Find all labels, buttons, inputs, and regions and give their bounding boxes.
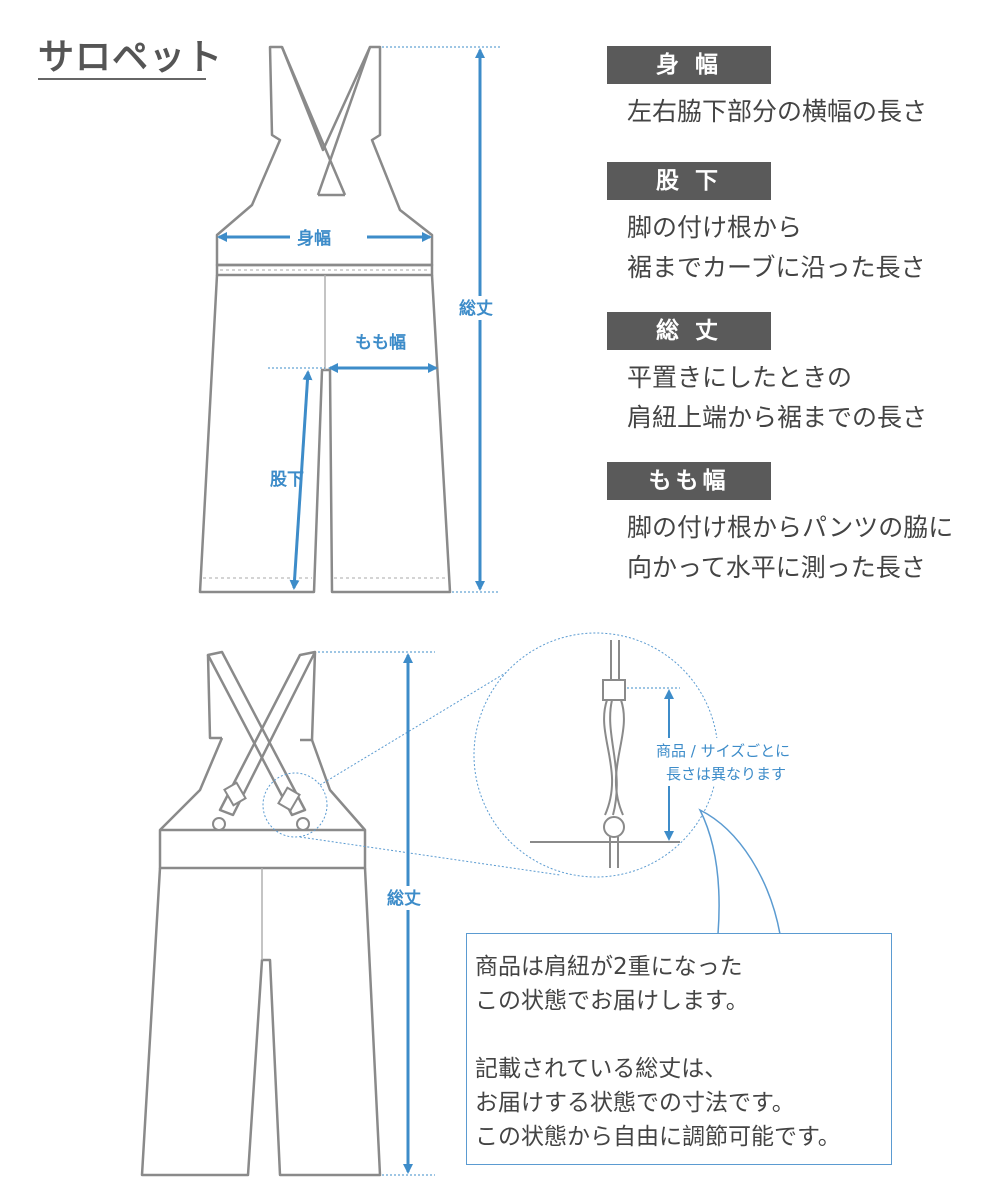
back-soutake-label: 総丈 <box>387 888 421 909</box>
note-line: 記載されている総丈は、 <box>475 1056 728 1082</box>
legend-desc: 左右脇下部分の横幅の長さ <box>627 92 997 132</box>
zoom-label-line2: 長さは異なります <box>666 765 786 783</box>
front-soutake-label: 総丈 <box>459 298 493 319</box>
zoom-label-line1: 商品 / サイズごとに <box>656 742 790 760</box>
note-line: この状態でお届けします。 <box>475 988 749 1014</box>
legend-matashita: 股 下 脚の付け根から 裾までカーブに沿った長さ <box>607 162 997 288</box>
legend-soutake: 総 丈 平置きにしたときの 肩紐上端から裾までの長さ <box>607 312 997 438</box>
legend-label: 総 丈 <box>607 312 771 350</box>
momohaba-label: もも幅 <box>355 332 406 353</box>
legend-desc-line: 向かって水平に測った長さ <box>627 553 926 582</box>
note-callout-tail <box>698 808 781 935</box>
ring-right <box>296 817 310 831</box>
legend-momohaba: もも幅 脚の付け根からパンツの脇に 向かって水平に測った長さ <box>607 462 997 588</box>
note-line: この状態から自由に調節可能です。 <box>475 1124 841 1150</box>
legend-desc-line: 脚の付け根からパンツの脇に <box>627 513 954 542</box>
legend-desc: 平置きにしたときの 肩紐上端から裾までの長さ <box>627 358 997 438</box>
note-box: 商品は肩紐が2重になった この状態でお届けします。 記載されている総丈は、 お届… <box>466 933 892 1165</box>
title-underline <box>38 78 206 80</box>
legend-desc: 脚の付け根からパンツの脇に 向かって水平に測った長さ <box>627 508 997 588</box>
front-overall-outline <box>198 45 452 594</box>
note-line: お届けする状態での寸法です。 <box>475 1090 795 1116</box>
legend-desc-line: 肩紐上端から裾までの長さ <box>627 403 928 432</box>
legend-desc: 脚の付け根から 裾までカーブに沿った長さ <box>627 208 997 288</box>
legend-label: もも幅 <box>607 462 771 500</box>
buckle-right <box>277 786 301 812</box>
matashita-arrow <box>289 370 313 590</box>
note-line: 商品は肩紐が2重になった <box>475 954 743 980</box>
ring-left <box>212 817 226 831</box>
legend-desc-line: 平置きにしたときの <box>627 363 853 392</box>
mihaba-label: 身幅 <box>297 228 331 249</box>
matashita-label: 股下 <box>270 470 304 490</box>
legend-label: 身 幅 <box>607 46 771 84</box>
back-overall-outline <box>140 650 382 1177</box>
page-title: サロペット <box>38 37 224 78</box>
legend-desc-line: 左右脇下部分の横幅の長さ <box>627 97 928 126</box>
legend-desc-line: 裾までカーブに沿った長さ <box>627 253 926 282</box>
legend-label: 股 下 <box>607 162 771 200</box>
zoom-source-circle <box>262 772 328 838</box>
buckle-left <box>223 781 247 807</box>
note-line <box>475 1018 891 1052</box>
zoom-strap-detail <box>530 640 680 868</box>
legend-desc-line: 脚の付け根から <box>627 213 803 242</box>
legend-mihaba: 身 幅 左右脇下部分の横幅の長さ <box>607 46 997 132</box>
